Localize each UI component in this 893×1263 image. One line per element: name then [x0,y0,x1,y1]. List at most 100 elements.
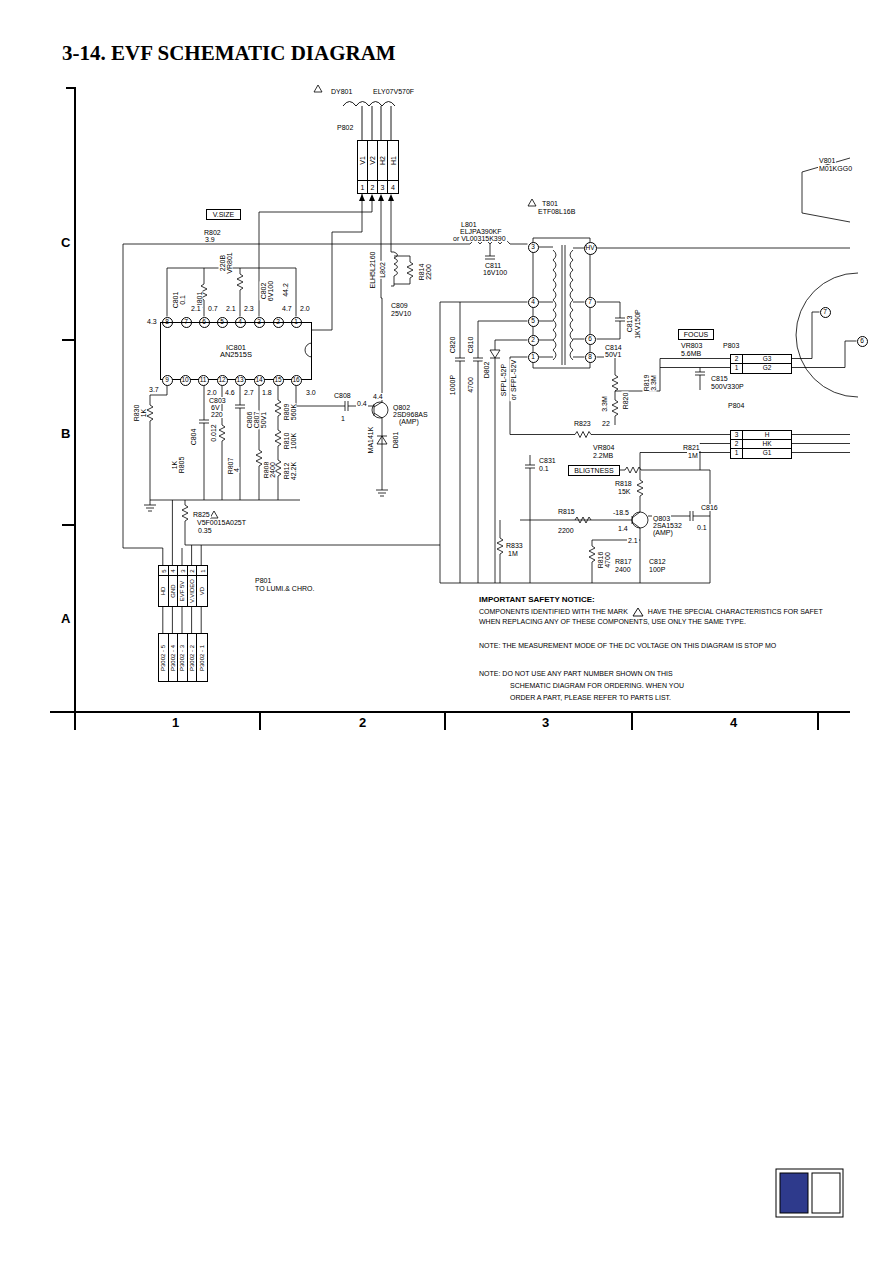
part-label: 2200 [425,263,432,281]
part-label: 1 [171,716,180,729]
connector-cell: 3 [731,431,743,440]
part-label: 3.9 [204,236,216,243]
part-label: 2200 [557,527,575,534]
safety-mark [210,85,536,518]
part-label: R810 [283,432,290,451]
part-label: NOTE: DO NOT USE ANY PART NUMBER SHOWN O… [478,670,674,677]
part-label: ORDER A PART, PLEASE REFER TO PARTS LIST… [509,694,672,701]
part-label: C815 [710,375,729,382]
part-label: 2 [358,716,367,729]
part-label: NOTE: THE MEASUREMENT MODE OF THE DC VOL… [478,642,777,649]
connector-cell: H [743,431,791,440]
part-label: C810 [467,336,474,355]
part-label: T801 [541,200,559,207]
connector-cell: P3002 - 1 [197,634,207,681]
part-label: VR803 [680,342,703,349]
pin-name: P3002 - 3 [179,644,185,670]
part-label: M01KGG0 [818,165,853,172]
label-box: V.SIZE [206,209,241,220]
part-label: D802 [483,361,490,380]
connector-block: 2G31G2 [730,354,792,374]
pin-circle: 1 [528,352,539,363]
pin-number: 6 [588,336,592,343]
part-label: 500V330P [710,383,745,390]
part-label: SFPL-52P [500,363,507,397]
diagram-title: 3-14. EVF SCHEMATIC DIAGRAM [62,43,396,64]
pin-name: EVF 5V [179,581,185,602]
part-label: 3 [541,716,550,729]
part-label: 6V100 [267,280,274,302]
connector-cell: P3002 - 5 [159,634,169,681]
pin-number: 14 [255,377,262,384]
pin-number: 6 [860,338,864,345]
connector-cell: 1 [731,364,743,373]
part-label: 15K [617,488,631,495]
pin-number: 8 [588,354,592,361]
transistor-symbol [632,512,648,528]
part-label: 0.7 [207,305,219,312]
part-label: R819 [643,374,650,393]
part-label: C809 [390,302,409,309]
part-label: L802 [379,261,386,279]
part-label: 4 [729,716,738,729]
part-label: 0.35 [197,527,213,534]
part-label: R814 [418,263,425,282]
part-label: 3.3M [650,374,657,392]
part-label: 2.0 [299,305,311,312]
connector-cell: 3 [178,566,188,576]
pin-name: HD [160,587,166,596]
connector-cell: HD [159,576,169,606]
part-label: 220 [210,411,224,418]
connector-cell: EVF 5V [178,576,188,606]
part-label: R815 [557,508,576,515]
part-label: 1 [340,415,346,422]
part-label: R818 [614,480,633,487]
connector-cell: 1 [731,449,743,458]
part-label: C806 [246,411,253,430]
connector-cell: 1 [197,566,207,576]
page-icon [812,1173,840,1213]
part-label: 16V100 [482,269,508,276]
part-label: P802 [336,124,354,131]
part-label: 44.2 [282,282,289,298]
connector-cell: G3 [743,355,791,364]
connector-cell: 1 [358,181,368,193]
box-text: AN2515S [220,351,252,359]
connector-block: 54321HDGNDEVF 5VV.VIDEOVD [158,565,208,607]
pin-circle: 16 [291,375,302,386]
part-label: R820 [622,392,629,411]
part-label: R805 [178,456,185,475]
part-label: 2.3 [243,305,255,312]
pin-name: P3002 - 1 [199,644,205,670]
part-label: 0.4 [356,400,368,407]
connector-cell: 2 [188,566,198,576]
wire-connector [162,607,163,633]
part-label: C808 [333,392,352,399]
part-label: R812 [283,462,290,481]
pin-number: 7 [588,299,592,306]
connector-cell: 3 [378,181,388,193]
connector-cell: 4 [388,181,398,193]
wires [123,158,858,633]
pin-name: G1 [763,450,772,457]
part-label: or VL00315K390 [452,235,507,242]
connector-cell: G2 [743,364,791,373]
part-label: R830 [133,404,140,423]
part-label: 0.1 [179,294,186,306]
part-label: 100P [648,566,666,573]
pin-number: 12 [218,377,225,384]
part-label: V5F0015A025T [196,519,247,526]
part-label: 25V10 [390,310,412,317]
part-label: 0.1 [538,465,550,472]
part-label: 2.0 [206,389,218,396]
part-label: B [60,427,71,440]
connector-cell: VD [197,576,207,606]
page-frame [50,88,850,730]
part-label: 4.7 [281,305,293,312]
pin-name: H2 [379,156,386,165]
part-label: (AMP) [652,529,674,536]
pin-name: H [765,432,770,439]
pin-number: 11 [200,377,207,384]
